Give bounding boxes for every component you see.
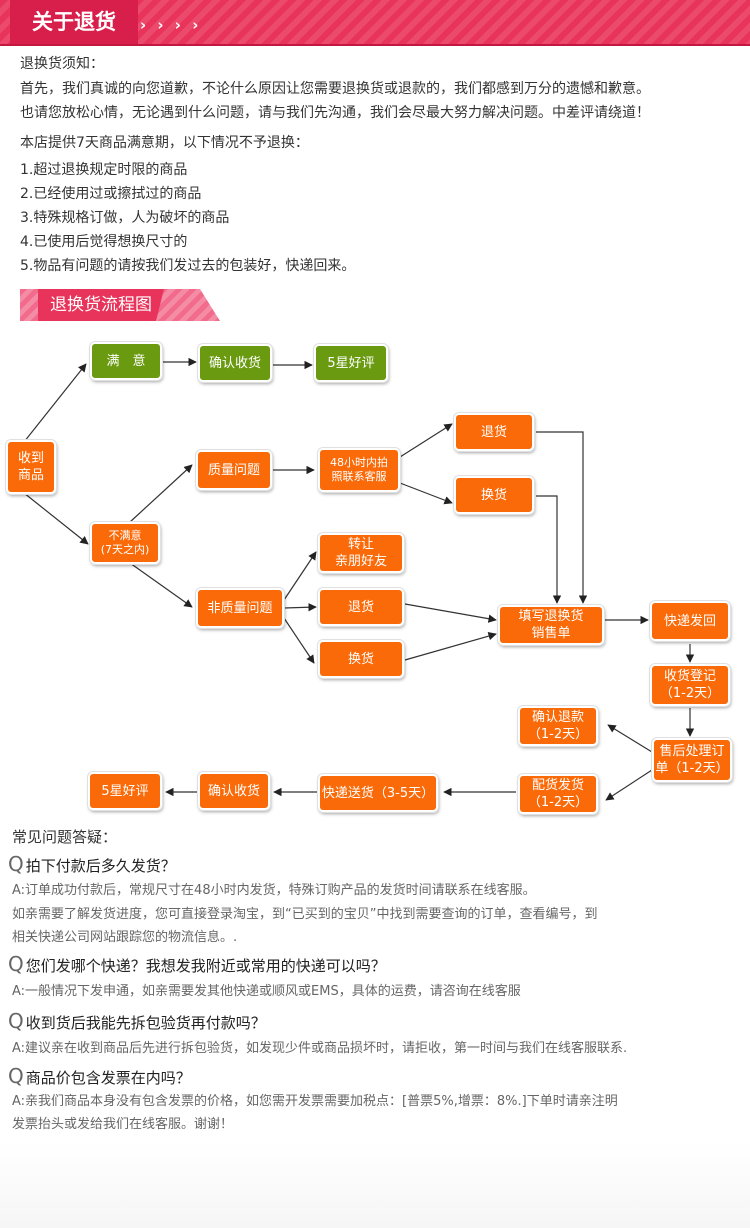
node-unsatisfied: 不满意 (7天之内) [90, 522, 160, 564]
faq-answer-2-line-1: A:一般情况下发申通，如亲需要发其他快递或顺风或EMS，具体的运费，请咨询在线客… [12, 984, 521, 999]
policy-intro: 本店提供7天商品满意期，以下情况不予退换： [20, 135, 309, 151]
node-exchange-2: 换货 [318, 640, 404, 678]
node-transfer-friends: 转让 亲朋好友 [318, 533, 404, 573]
question-q-icon: Q [8, 952, 24, 976]
flowchart-arrows [23, 357, 695, 801]
node-exchange-1: 换货 [454, 476, 534, 514]
node-express-delivery: 快递送货（3-5天） [318, 774, 438, 812]
policy-item-5: 5.物品有问题的请按我们发过去的包装好，快递回来。 [20, 258, 356, 274]
faq-answer-1-line-3: 相关快递公司网站跟踪您的物流信息。. [12, 930, 238, 945]
header-banner: 关于退货 › › › › [0, 0, 750, 46]
node-photo-contact-service: 48小时内拍 照联系客服 [318, 448, 400, 492]
flow-section-tag: 退换货流程图 [20, 289, 220, 321]
node-register-goods: 收货登记 （1-2天） [650, 664, 730, 706]
bottom-fade [0, 1140, 750, 1228]
faq-answer-1-line-2: 如亲需要了解发货进度，您可直接登录淘宝，到“已买到的宝贝”中找到需要查询的订单，… [12, 907, 598, 922]
policy-item-4: 4.已使用后觉得想换尺寸的 [20, 234, 188, 250]
notice-title: 退换货须知： [20, 56, 104, 72]
node-return-1: 退货 [454, 413, 534, 451]
faq-title: 常见问题答疑： [12, 828, 118, 846]
notice-line-2: 也请您放松心情，无论遇到什么问题，请与我们先沟通，我们会尽最大努力解决问题。中差… [20, 105, 650, 121]
node-five-star-1: 5星好评 [314, 344, 388, 382]
node-receive-goods: 收到 商品 [6, 440, 56, 494]
faq-answer-1-line-1: A:订单成功付款后，常规尺寸在48小时内发货，特殊订购产品的发货时间请联系在线客… [12, 883, 536, 898]
faq-answer-3-line-1: A:建议亲在收到商品后先进行拆包验货，如发现少件或商品损坏时，请拒收，第一时间与… [12, 1041, 628, 1056]
node-return-2: 退货 [318, 588, 404, 626]
question-q-icon: Q [8, 1064, 24, 1088]
node-fill-return-form: 填写退换货 销售单 [498, 605, 604, 645]
question-q-icon: Q [8, 852, 24, 876]
node-five-star-2: 5星好评 [88, 772, 162, 810]
question-q-icon: Q [8, 1009, 24, 1033]
node-satisfied: 满 意 [90, 342, 162, 380]
policy-item-2: 2.已经使用过或擦拭过的商品 [20, 186, 202, 202]
policy-item-3: 3.特殊规格订做，人为破坏的商品 [20, 210, 230, 226]
flow-section-title: 退换货流程图 [38, 289, 164, 321]
node-aftersale-process: 售后处理订 单（1-2天） [652, 738, 732, 782]
node-quality-issue: 质量问题 [196, 450, 272, 490]
notice-line-1: 首先，我们真诚的向您道歉，不论什么原因让您需要退换货或退款的，我们都感到万分的遗… [20, 81, 650, 97]
title-chevrons: › › › › [140, 16, 202, 34]
policy-item-1: 1.超过退换规定时限的商品 [20, 162, 188, 178]
faq-answer-4-line-2: 发票抬头或发给我们在线客服。谢谢！ [12, 1117, 234, 1132]
node-express-back: 快递发回 [650, 601, 730, 641]
node-confirm-refund: 确认退款 （1-2天） [518, 706, 598, 746]
faq-answer-4-line-1: A:亲我们商品本身没有包含发票的价格，如您需开发票需要加税点：[普票5%,增票：… [12, 1094, 618, 1109]
page-title: 关于退货 [10, 0, 138, 44]
node-ship-goods: 配货发货 （1-2天） [518, 774, 598, 814]
node-non-quality-issue: 非质量问题 [196, 588, 284, 628]
node-confirm-receipt-2: 确认收货 [198, 772, 270, 810]
node-confirm-receipt-1: 确认收货 [198, 344, 272, 382]
